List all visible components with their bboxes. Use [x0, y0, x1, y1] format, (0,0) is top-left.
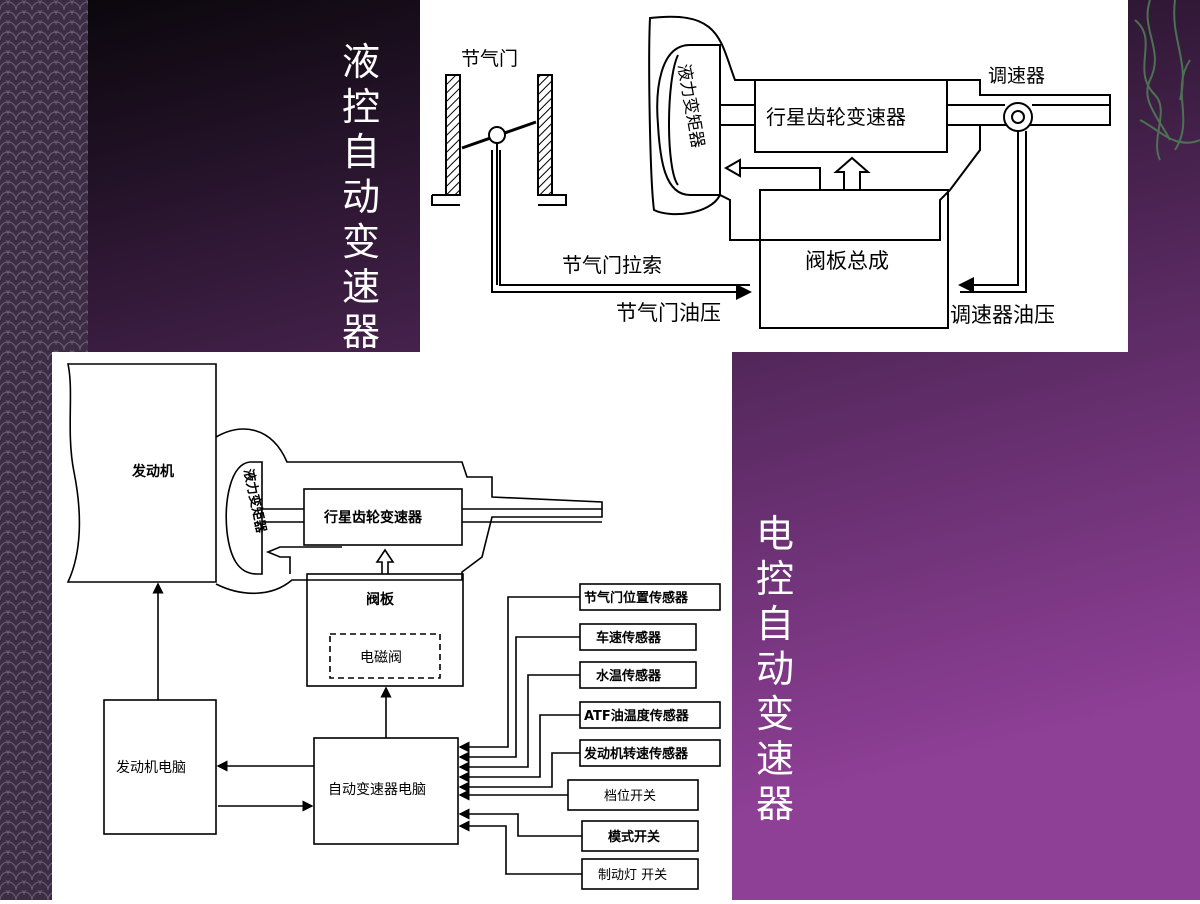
- switch-mode: 模式开关: [608, 829, 660, 845]
- planetary-label: 行星齿轮变速器: [766, 105, 906, 129]
- title-char: 液: [341, 40, 380, 84]
- governor-label: 调速器: [988, 65, 1045, 87]
- engine-ecu-box: [103, 699, 217, 835]
- title-char: 自: [755, 602, 794, 646]
- title-char: 器: [755, 782, 794, 826]
- title-char: 速: [341, 265, 380, 309]
- switch-brake-light: 制动灯 开关: [598, 868, 667, 883]
- planetary-label: 行星齿轮变速器: [323, 509, 423, 526]
- valve-body-label: 阀板总成: [805, 249, 889, 273]
- title-char: 动: [755, 647, 794, 691]
- title-char: 器: [341, 310, 380, 354]
- title-char: 电: [755, 512, 794, 556]
- sensor-atf-temp: ATF油温度传感器: [584, 708, 690, 724]
- hydraulic-title: 液 控 自 动 变 速 器: [338, 40, 384, 355]
- throttle-label: 节气门: [461, 48, 518, 70]
- switch-gear-position: 档位开关: [604, 789, 656, 804]
- engine-ecu-label: 发动机电脑: [116, 760, 186, 776]
- title-char: 控: [341, 85, 380, 129]
- governor: [1003, 102, 1033, 132]
- sensor-coolant-temp: 水温传感器: [596, 668, 662, 684]
- hydraulic-diagram: 节气门 液力变矩器 行星齿轮变速器 调速器 阀板总成 节气门拉索 节气门油压 调…: [431, 15, 1111, 329]
- throttle-pressure-label: 节气门油压: [616, 301, 721, 325]
- throttle-cable-label: 节气门拉索: [562, 253, 662, 277]
- sensor-vehicle-speed: 车速传感器: [596, 630, 662, 646]
- torque-converter: [225, 461, 263, 575]
- valve-body-label: 阀板: [366, 591, 395, 608]
- title-char: 自: [341, 130, 380, 174]
- engine-label: 发动机: [131, 463, 174, 480]
- torque-converter-label: 液力变矩器: [673, 62, 707, 149]
- electronic-diagram-panel: 发动机 液力变矩器 行星齿轮变速器 阀板 电磁阀 发动机电脑 自动变速器电脑 节…: [52, 352, 732, 900]
- engine-block: [66, 363, 217, 583]
- solenoid-label: 电磁阀: [360, 650, 402, 666]
- solenoid-valve: [329, 633, 441, 679]
- throttle-cable-line: [491, 150, 752, 300]
- valve-body: [759, 189, 949, 329]
- planetary-gear-box: [303, 488, 463, 546]
- valve-body: [306, 573, 464, 687]
- transmission-ecu-label: 自动变速器电脑: [328, 782, 426, 798]
- governor-pressure-label: 调速器油压: [950, 303, 1055, 327]
- seaweed-ornament: [1134, 0, 1200, 161]
- sensor-engine-speed: 发动机转速传感器: [583, 746, 689, 762]
- title-char: 控: [755, 557, 794, 601]
- electronic-title: 电 控 自 动 变 速 器: [752, 512, 798, 827]
- torque-converter-label: 液力变矩器: [240, 468, 269, 536]
- title-char: 变: [341, 220, 380, 264]
- hydraulic-diagram-panel: 节气门 液力变矩器 行星齿轮变速器 调速器 阀板总成 节气门拉索 节气门油压 调…: [420, 0, 1128, 352]
- title-char: 动: [341, 175, 380, 219]
- sensor-throttle-position: 节气门位置传感器: [584, 590, 689, 606]
- title-char: 速: [755, 737, 794, 781]
- torque-converter: [656, 44, 721, 196]
- electronic-diagram: 发动机 液力变矩器 行星齿轮变速器 阀板 电磁阀 发动机电脑 自动变速器电脑 节…: [66, 363, 721, 890]
- title-char: 变: [755, 692, 794, 736]
- planetary-gear-box: [754, 79, 948, 153]
- throttle-body: [431, 74, 567, 285]
